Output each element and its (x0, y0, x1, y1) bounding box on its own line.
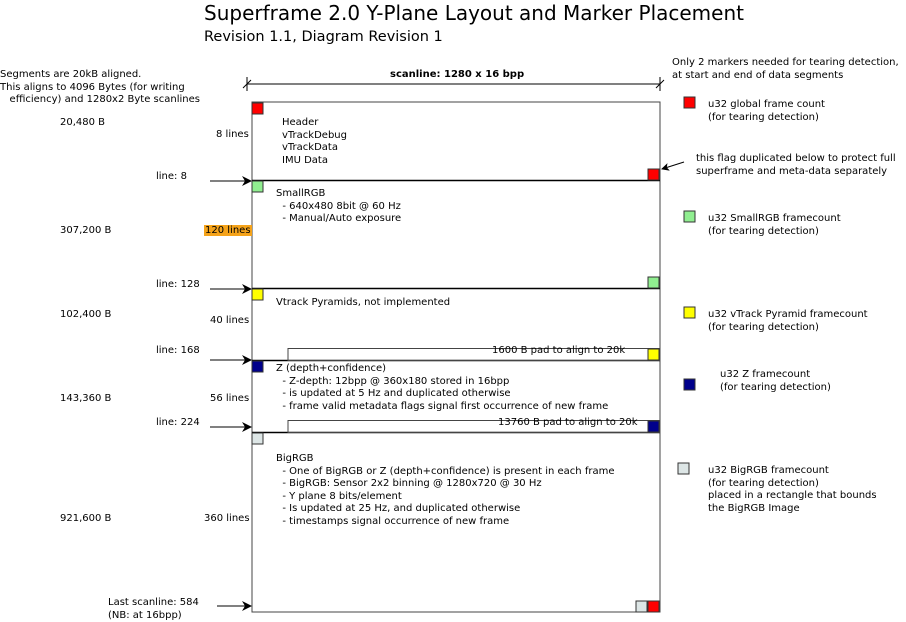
segment-lines-bigrgb: 360 lines (204, 513, 250, 524)
line-marker-224: line: 224 (156, 417, 200, 428)
pad-rect-2 (287, 420, 661, 433)
segment-bytes-header: 20,480 B (60, 117, 106, 128)
marker-pyramid-start (251, 288, 264, 301)
segment-body-pyramid: Vtrack Pyramids, not implemented (276, 297, 451, 308)
line-marker-128: line: 128 (156, 279, 200, 290)
diagram-subtitle: Revision 1.1, Diagram Revision 1 (204, 29, 443, 45)
line-arrows (210, 176, 252, 611)
pad-label-2: 13760 B pad to align to 20k (498, 417, 638, 428)
legend-label-bigrgb: u32 BigRGB framecount(for tearing detect… (708, 465, 877, 514)
line-marker-8: line: 8 (156, 171, 187, 182)
marker-global-dup (647, 168, 660, 181)
legend-swatch-z (683, 378, 696, 391)
segment-bytes-bigrgb: 921,600 B (60, 513, 112, 524)
marker-z-start (251, 360, 264, 373)
scanline-dimension (242, 77, 665, 91)
legend-label-z: u32 Z framecount(for tearing detection) (720, 369, 831, 393)
segment-body-smallrgb: SmallRGB - 640x480 8bit @ 60 Hz - Manual… (276, 188, 402, 224)
frame-markers (251, 102, 660, 613)
marker-smallrgb-start (251, 180, 264, 193)
last-scanline-label: Last scanline: 584(NB: at 16bpp) (108, 597, 199, 621)
segment-lines-smallrgb: 120 lines (204, 225, 252, 236)
segment-bytes-smallrgb: 307,200 B (60, 225, 112, 236)
markers-note: Only 2 markers needed for tearing detect… (672, 57, 899, 81)
segment-body-bigrgb: BigRGB - One of BigRGB or Z (depth+confi… (276, 453, 615, 527)
legend-swatch-pyramid (683, 306, 696, 319)
marker-bigrgb-start (251, 432, 264, 445)
line-marker-168: line: 168 (156, 345, 200, 356)
marker-global-end (647, 600, 660, 613)
segment-lines-pyramid: 40 lines (210, 315, 250, 326)
marker-z-end (647, 420, 660, 433)
marker-smallrgb-end (647, 276, 660, 289)
pad-rect-1 (287, 348, 661, 361)
legend-swatch-bigrgb (677, 462, 690, 475)
legend-label-pyramid: u32 vTrack Pyramid framecount(for tearin… (708, 309, 868, 333)
legend-label-smallrgb: u32 SmallRGB framecount(for tearing dete… (708, 213, 841, 237)
segment-lines-z: 56 lines (210, 393, 250, 404)
segment-body-z: Z (depth+confidence) - Z-depth: 12bpp @ … (276, 363, 609, 412)
dup-flag-arrow (661, 161, 685, 171)
pad-label-1: 1600 B pad to align to 20k (492, 345, 626, 356)
legend-swatch-global (683, 96, 696, 109)
scanline-label: scanline: 1280 x 16 bpp (390, 69, 525, 80)
segment-bytes-pyramid: 102,400 B (60, 309, 112, 320)
marker-pyramid-end (647, 348, 660, 361)
legend-swatch-smallrgb (683, 210, 696, 223)
diagram-title: Superframe 2.0 Y-Plane Layout and Marker… (204, 1, 744, 25)
segment-lines-header: 8 lines (216, 129, 249, 140)
marker-bigrgb-end (635, 600, 648, 613)
legend-swatches (677, 96, 696, 475)
marker-global-start (251, 102, 264, 115)
alignment-note: Segments are 20kB aligned.This aligns to… (0, 69, 200, 105)
legend-label-global: u32 global frame count(for tearing detec… (708, 99, 825, 123)
segment-bytes-z: 143,360 B (60, 393, 112, 404)
dup-flag-note: this flag duplicated below to protect fu… (696, 153, 896, 177)
